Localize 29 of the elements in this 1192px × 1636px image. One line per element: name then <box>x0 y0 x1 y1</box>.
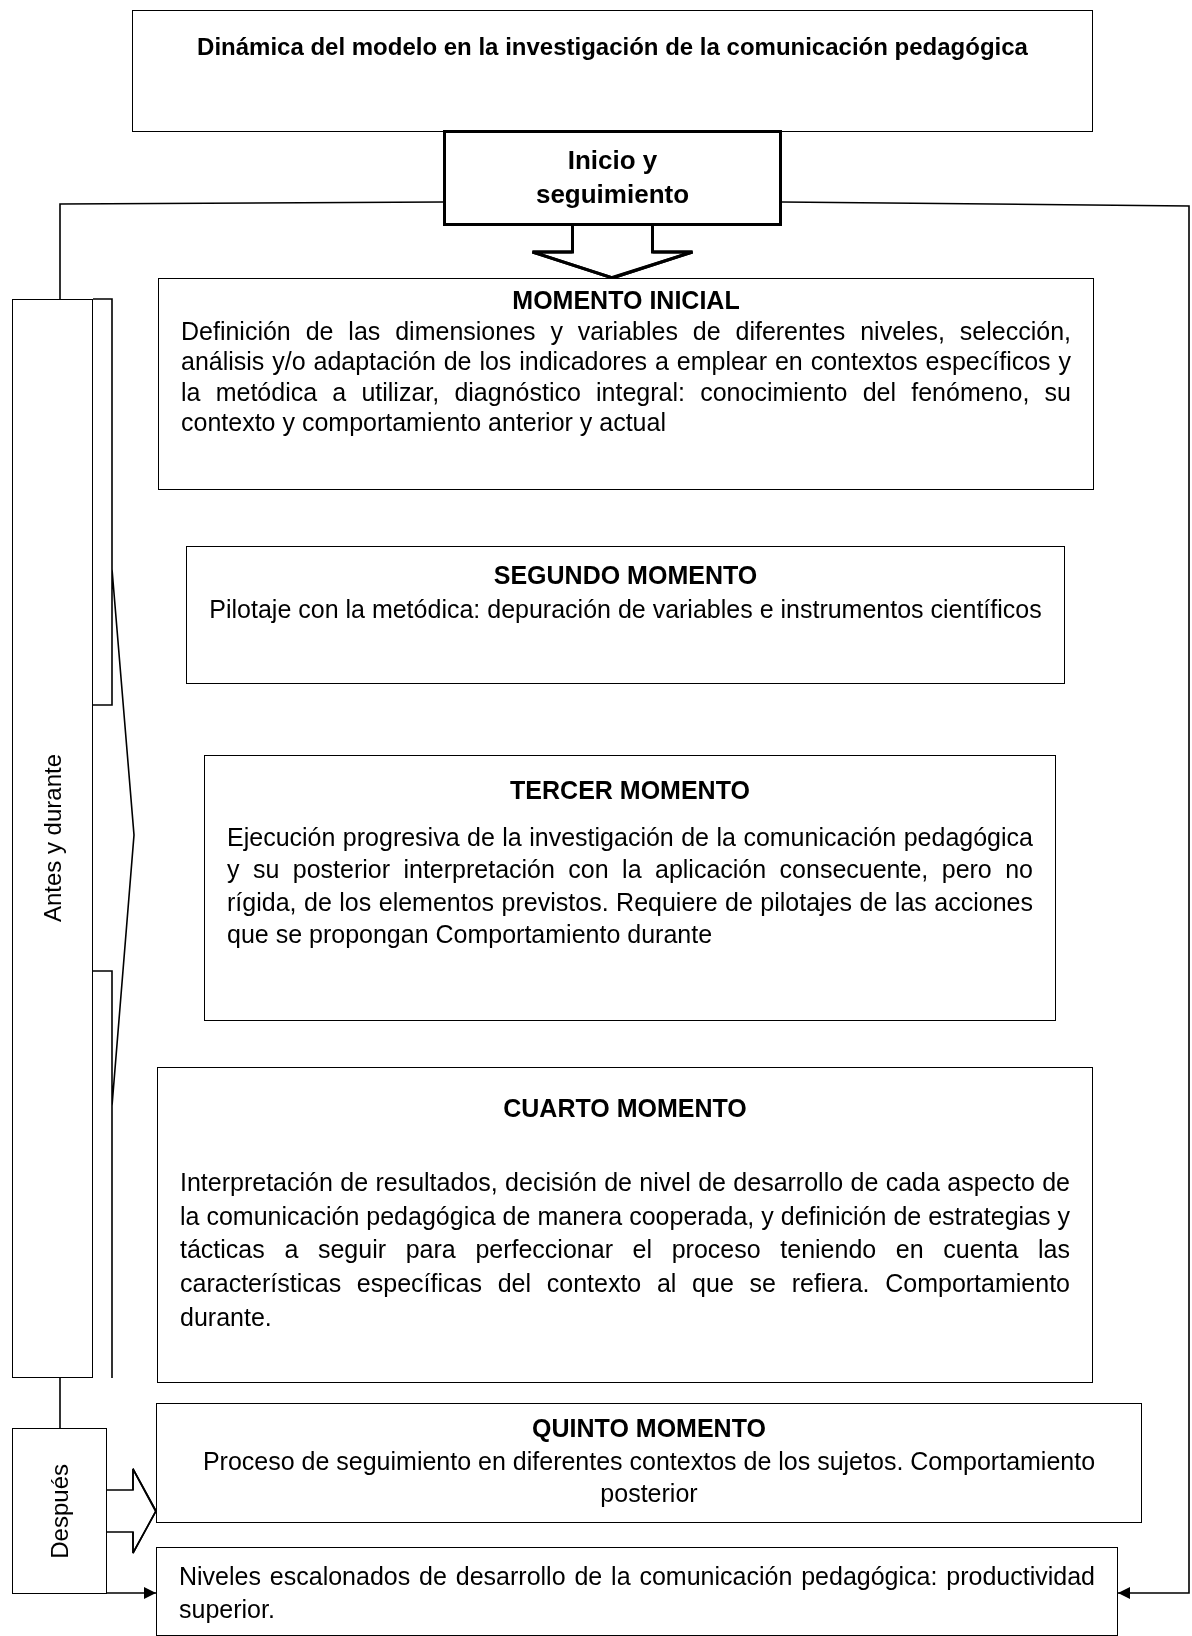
box-heading: Dinámica del modelo en la investigación de la comunicación pedagógica <box>196 32 1029 62</box>
stage-description: Niveles escalonados de desarrollo de la comunicación pedagógica: productividad superior. <box>179 1561 1095 1625</box>
stage-box <box>157 1067 1093 1383</box>
stage-description: Definición de las dimensiones y variables de diferentes niveles, selección, análisis y/o adaptación de los indicadores a emplear en contextos específicos y la metódica a utilizar, diagnóstico integral: conocimiento del fenómeno, su contexto y comportamiento anterior y actual <box>181 315 1071 438</box>
stage-box <box>186 546 1065 684</box>
stage-description: Pilotaje con la metódica: depuración de variables e instrumentos científicos <box>209 593 1042 625</box>
title-box <box>132 10 1093 132</box>
stage-heading: SEGUNDO MOMENTO <box>492 560 759 591</box>
stage-description: Proceso de seguimiento en diferentes contextos de los sujetos. Comportamiento posterior <box>201 1445 1097 1509</box>
phase-box <box>12 299 93 1378</box>
connector-line <box>59 201 444 300</box>
phase-label: Después <box>45 1463 74 1559</box>
phase-label: Antes y durante <box>38 754 67 923</box>
stage-box <box>156 1403 1142 1523</box>
stage-heading: CUARTO MOMENTO <box>502 1093 748 1124</box>
stage-box <box>204 755 1056 1021</box>
stage-heading: MOMENTO INICIAL <box>511 285 741 316</box>
start-box <box>443 130 782 226</box>
stage-description: Ejecución progresiva de la investigación de la comunicación pedagógica y su posterior interpretación con la aplicación consecuente, pero no rígida, de los elementos previstos. Requiere de pilotajes de las acciones que se propongan Comportamiento durante <box>227 821 1033 950</box>
stage-description: Interpretación de resultados, decisión de nivel de desarrollo de cada aspecto de la comunicación pedagógica de manera cooperada, y definición de estrategias y tácticas a seguir para perfeccionar el proceso teniendo en cuenta las características específicas del contexto al que se refiera. Comportamiento durante. <box>180 1166 1070 1333</box>
stage-box <box>158 278 1094 490</box>
arrow <box>781 201 1190 1599</box>
stage-heading: TERCER MOMENTO <box>509 775 751 806</box>
phase-box <box>12 1428 107 1594</box>
result-box <box>156 1547 1118 1636</box>
start-label: Inicio y seguimiento <box>534 144 691 211</box>
connector-line <box>59 1377 61 1429</box>
arrow <box>106 1587 157 1599</box>
stage-heading: QUINTO MOMENTO <box>531 1413 767 1444</box>
